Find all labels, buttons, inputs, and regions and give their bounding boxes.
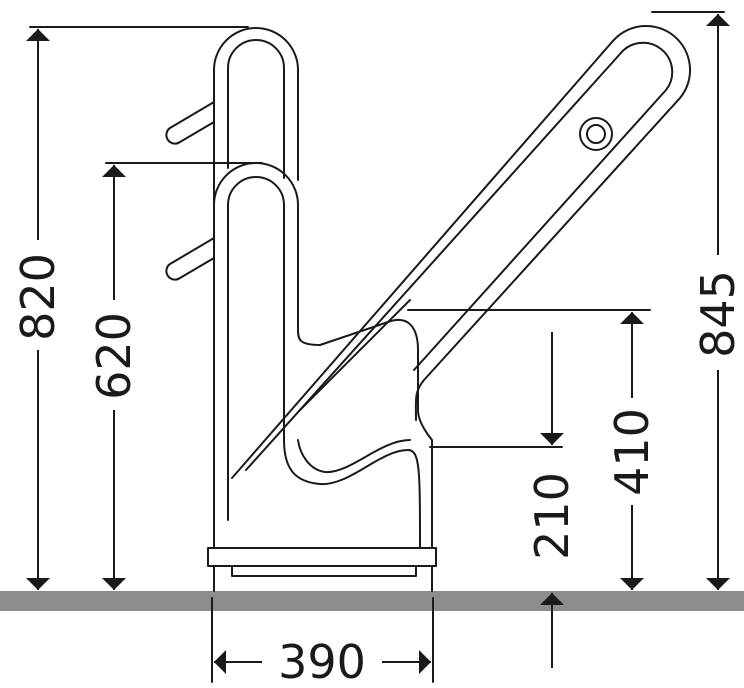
arm-ring-inner: [586, 124, 606, 144]
base-feet: [213, 565, 433, 592]
base-plate: [207, 547, 437, 567]
diagonal-arm-inner: [245, 41, 674, 471]
rear-loop-inner: [227, 39, 285, 179]
side-peg-upper: [165, 101, 215, 145]
dim-label-820: 820: [11, 253, 65, 341]
dim-label-845: 845: [691, 270, 744, 358]
wheel-trough: [297, 439, 411, 474]
dim-label-620: 620: [87, 312, 141, 400]
front-loop-outer: [213, 162, 433, 549]
arm-ring-outer: [579, 117, 613, 151]
diagonal-arm-edge: [299, 299, 411, 411]
diagonal-arm-outer: [231, 24, 692, 479]
front-loop-inner: [227, 176, 421, 549]
dim-label-410: 410: [605, 408, 659, 496]
side-peg-lower: [165, 237, 215, 281]
dim-label-210: 210: [525, 472, 579, 560]
ground-slab: [0, 591, 744, 611]
dim-label-390: 390: [278, 635, 366, 688]
rear-loop-outer: [213, 27, 299, 549]
